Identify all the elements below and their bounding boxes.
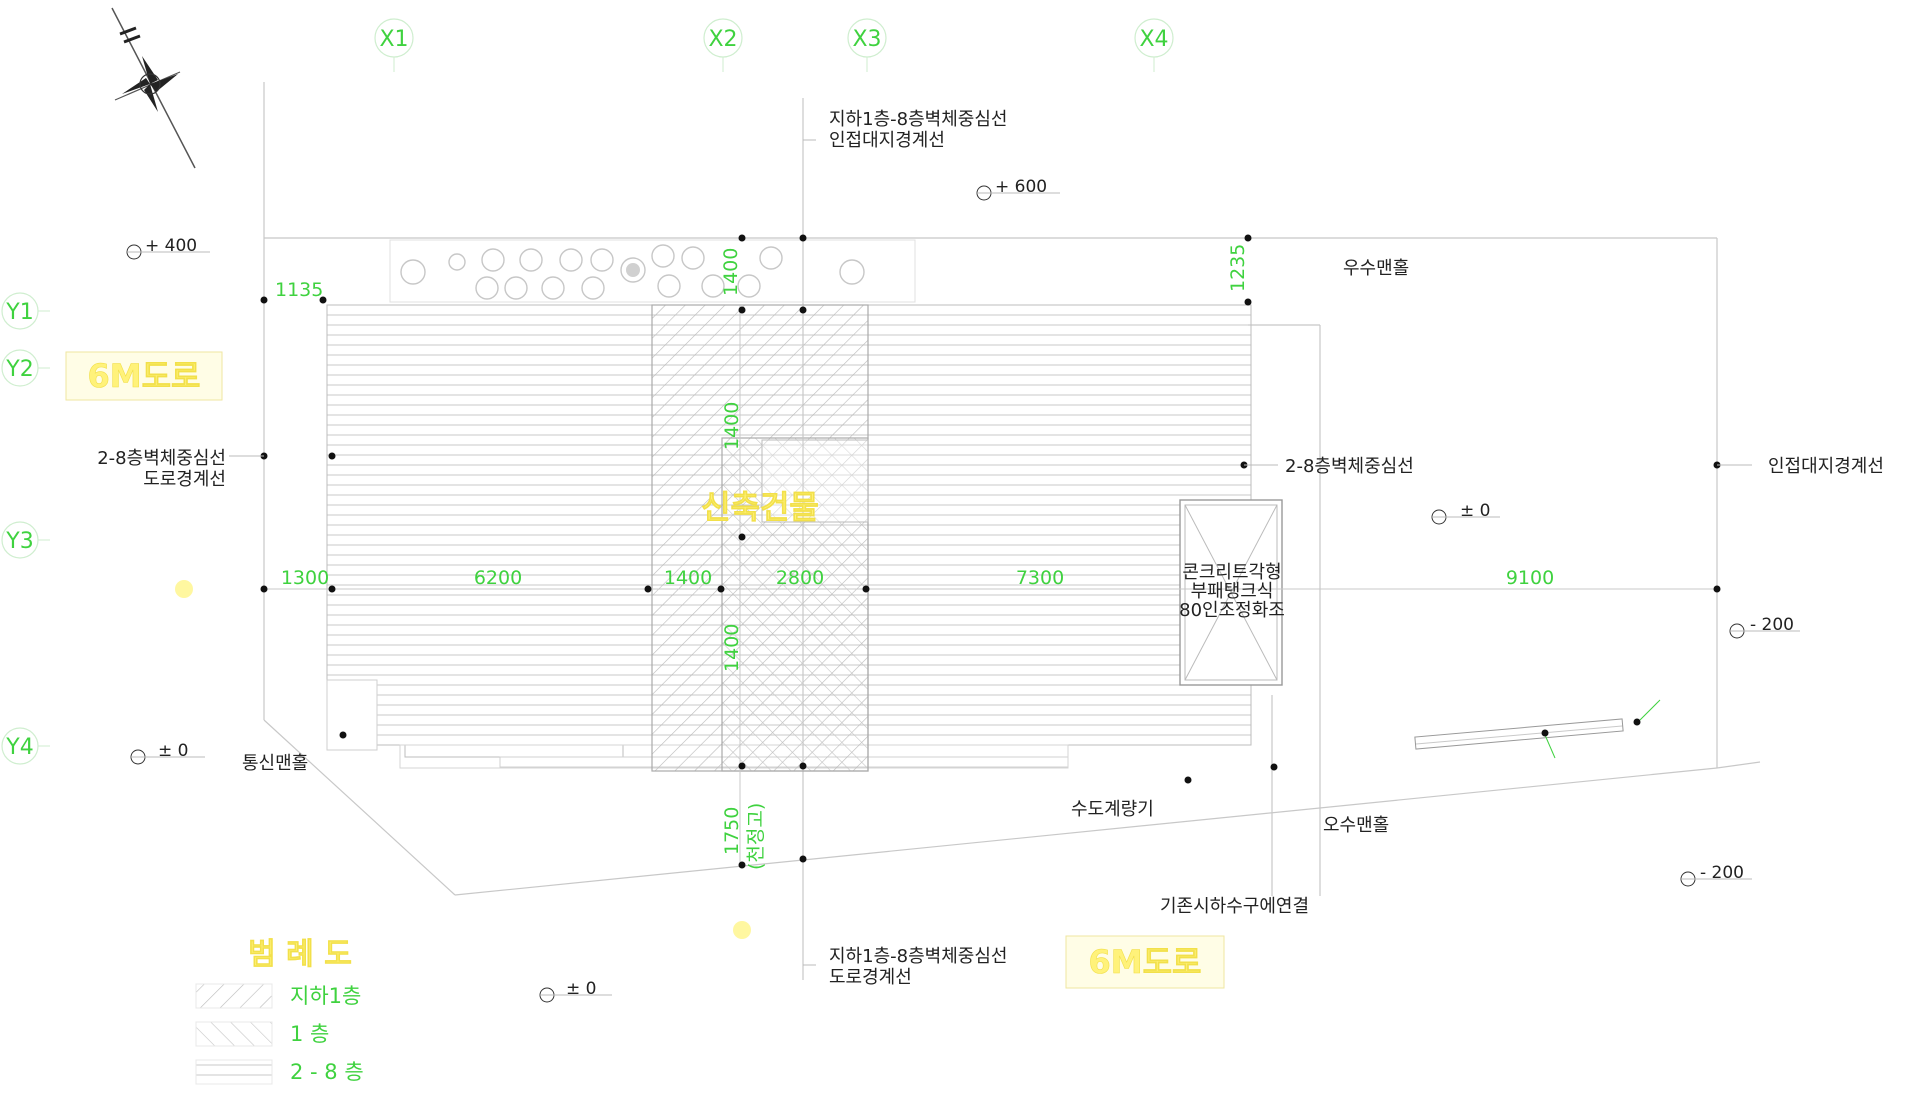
svg-text:- 200: - 200: [1750, 615, 1794, 635]
note-telecom-manhole: 통신맨홀: [242, 753, 308, 774]
grid-label-x1: X1: [379, 27, 408, 52]
legend-item-2-8f: 2 - 8 층: [290, 1060, 364, 1084]
svg-text:+ 400: + 400: [145, 236, 197, 256]
road-label-bottom: 6M도로: [1065, 935, 1225, 989]
level-marker-1: + 400: [126, 236, 210, 260]
grid-y1-bubble: Y1: [1, 292, 50, 330]
grid-label-x4: X4: [1139, 27, 1168, 52]
site-boundary: [263, 82, 1761, 980]
dim-1135: 1135: [275, 279, 323, 301]
drain-gutter: [1414, 699, 1661, 759]
road-label-left-text: 6M도로: [88, 357, 201, 395]
dim-2800: 2800: [776, 567, 824, 589]
note-left-road-boundary: 도로경계선: [143, 469, 226, 490]
note-water-meter: 수도계량기: [1071, 799, 1154, 820]
note-septic-line2: 부패탱크식: [1191, 581, 1274, 602]
legend-title: 범 례 도: [248, 937, 352, 972]
planting-strip: [389, 239, 916, 303]
dim-6200: 6200: [474, 567, 522, 589]
dim-v-1750-note: (천정고): [745, 803, 767, 870]
svg-text:± 0: ± 0: [158, 741, 188, 761]
legend-item-1f: 1 층: [290, 1022, 329, 1046]
marker-dot-bottom: [733, 921, 751, 939]
level-marker-7: ± 0: [539, 979, 612, 1003]
grid-x4-bubble: X4: [1134, 18, 1174, 72]
dim-9100: 9100: [1506, 567, 1554, 589]
level-marker-2: + 600: [976, 177, 1060, 201]
dimension-line: [264, 305, 1717, 865]
note-sewage-manhole: 오수맨홀: [1323, 815, 1389, 836]
dim-1235: 1235: [1227, 244, 1249, 292]
grid-label-y3: Y3: [5, 529, 33, 554]
septic-tank: [1179, 499, 1283, 686]
road-label-bottom-text: 6M도로: [1089, 943, 1202, 981]
level-marker-3: ± 0: [1431, 501, 1500, 525]
note-bottom-road-boundary: 도로경계선: [829, 967, 912, 988]
north-arrow-icon: [111, 7, 196, 169]
marker-dot-left: [175, 580, 193, 598]
note-left-wall-centerline: 2-8층벽체중심선: [97, 448, 226, 469]
grid-label-y4: Y4: [5, 735, 33, 760]
legend: 범 례 도 지하1층 1 층 2 - 8 층: [195, 937, 364, 1085]
dim-v-1750: 1750: [721, 807, 743, 855]
grid-x1-bubble: X1: [374, 18, 414, 72]
legend-item-basement: 지하1층: [290, 984, 361, 1008]
note-septic-line3: 80인조정화조: [1179, 600, 1285, 621]
svg-text:± 0: ± 0: [1460, 501, 1490, 521]
level-marker-5: ± 0: [130, 741, 205, 765]
grid-label-x2: X2: [708, 27, 737, 52]
note-top-boundary: 인접대지경계선: [829, 130, 945, 151]
grid-y3-bubble: Y3: [1, 521, 50, 559]
grid-label-y1: Y1: [5, 300, 33, 325]
building-name-label: 신축건물: [701, 488, 819, 526]
basement-core: [651, 304, 869, 772]
grid-label-y2: Y2: [5, 357, 33, 382]
dim-v-1400-top: 1400: [720, 248, 742, 296]
note-bottom-wall-centerline: 지하1층-8층벽체중심선: [829, 946, 1007, 967]
road-label-left: 6M도로: [65, 351, 223, 401]
level-marker-6: - 200: [1680, 863, 1752, 887]
svg-text:+ 600: + 600: [995, 177, 1047, 197]
note-top-wall-centerline: 지하1층-8층벽체중심선: [829, 109, 1007, 130]
svg-text:- 200: - 200: [1700, 863, 1744, 883]
level-marker-4: - 200: [1729, 615, 1800, 639]
dim-1300: 1300: [281, 567, 329, 589]
grid-y2-bubble: Y2: [1, 349, 50, 387]
dim-1400: 1400: [664, 567, 712, 589]
legend-swatch-1f: [195, 1021, 273, 1047]
grid-y4-bubble: Y4: [1, 727, 50, 765]
legend-swatch-basement: [195, 983, 273, 1009]
dim-7300: 7300: [1016, 567, 1064, 589]
note-storm-manhole: 우수맨홀: [1343, 258, 1409, 279]
note-right-wall-centerline: 2-8층벽체중심선: [1285, 456, 1414, 477]
grid-x3-bubble: X3: [847, 18, 887, 72]
dim-v-1400-mid: 1400: [721, 402, 743, 450]
note-far-right-boundary: 인접대지경계선: [1768, 456, 1884, 477]
note-sewer-connection: 기존시하수구에연결: [1160, 896, 1309, 917]
leader-lines: [229, 139, 1752, 966]
grid-x2-bubble: X2: [703, 18, 743, 72]
note-septic-line1: 콘크리트각형: [1182, 562, 1281, 583]
svg-text:± 0: ± 0: [566, 979, 596, 999]
grid-label-x3: X3: [852, 27, 881, 52]
reference-dots: [260, 234, 1721, 869]
legend-swatch-2-8f: [195, 1059, 273, 1085]
dim-v-1400-low: 1400: [721, 624, 743, 672]
